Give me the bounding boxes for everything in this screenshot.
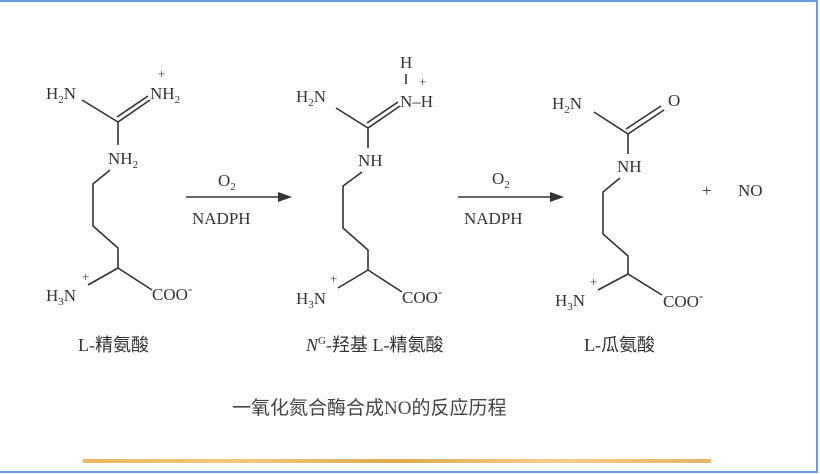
bond-line — [367, 269, 403, 293]
chem-text: –H — [411, 92, 433, 111]
bond-line — [602, 177, 629, 274]
molecule-l-citrulline: H2N O NH + H3N COO- L-瓜氨酸 — [552, 91, 703, 355]
chem-text: H2N — [552, 94, 582, 116]
bond-line — [81, 99, 119, 123]
atom-h3n: H3N — [46, 286, 76, 308]
chem-text: 3 — [308, 299, 314, 311]
bond-line — [593, 111, 629, 135]
bond-line — [87, 267, 119, 286]
chem-text: 2 — [230, 181, 236, 193]
chem-text: 2 — [564, 104, 570, 116]
chem-text: 2 — [504, 179, 510, 191]
chem-text: H — [400, 53, 412, 72]
chem-text: COO- — [663, 288, 703, 311]
chem-text: H2N — [296, 87, 326, 109]
byproduct-plus: + — [702, 181, 712, 200]
chem-text: NH — [358, 151, 383, 170]
label-l-arginine: L-精氨酸 — [78, 335, 149, 355]
chem-text: NH — [108, 149, 133, 168]
byproduct-no: NO — [738, 181, 763, 200]
bond-line — [627, 109, 665, 135]
bond-line — [342, 171, 369, 270]
atom-h2n: H2N — [46, 84, 76, 106]
bond-line — [366, 101, 399, 124]
chem-text: -羟基 L-精氨酸 — [326, 335, 443, 355]
molecule-ng-hydroxy-l-arginine: H + N–H H2N NH + H3N COO- NG-羟基 L-精氨酸 — [296, 53, 443, 355]
bond-line — [335, 107, 369, 129]
chem-text: + — [419, 74, 426, 89]
chem-text: H — [552, 94, 564, 113]
chem-text: H — [46, 286, 58, 305]
chem-text: COO — [663, 292, 699, 311]
caption: 一氧化氮合酶合成NO的反应历程 — [232, 397, 506, 419]
chem-text: N — [305, 335, 319, 355]
label-ng-hydroxy-l-arginine: NG-羟基 L-精氨酸 — [305, 335, 443, 355]
atom-nh2: NH2 — [150, 84, 180, 106]
bond-line — [92, 169, 119, 268]
bond-line — [597, 273, 629, 291]
chem-text: O — [492, 169, 504, 188]
chem-text: + — [82, 269, 89, 284]
chem-text: - — [438, 284, 442, 299]
chem-text: COO- — [402, 284, 442, 307]
chem-text: NH — [150, 84, 175, 103]
label-l-citrulline: L-瓜氨酸 — [584, 335, 655, 355]
atom-nh2-guan: NH2 — [108, 149, 138, 171]
reagent-o2: O2 — [492, 169, 510, 191]
arrowhead-icon — [278, 192, 292, 202]
bond-line — [627, 273, 663, 296]
bond-line — [625, 105, 662, 130]
atom-coo: COO- — [152, 281, 192, 304]
chem-text: N — [314, 289, 326, 308]
decorative-stripe — [83, 459, 711, 463]
chem-text: + — [330, 271, 337, 286]
reaction-arrow-1: O2 NADPH — [186, 171, 292, 228]
chem-text: 3 — [58, 296, 64, 308]
bond-line — [367, 105, 401, 129]
chem-text: O — [218, 171, 230, 190]
chem-text: + — [590, 274, 597, 289]
chem-text: 2 — [58, 94, 64, 106]
chem-text: - — [699, 288, 703, 303]
reagent-nadph: NADPH — [464, 209, 523, 228]
chem-text: - — [188, 281, 192, 296]
molecule-l-arginine: H2N + NH2 NH2 + H3N COO- L-精氨酸 — [46, 66, 192, 355]
reagent-nadph: NADPH — [192, 209, 251, 228]
bond-line — [117, 99, 151, 123]
arrowhead-icon — [550, 192, 564, 202]
bond-line — [337, 269, 369, 289]
charge-plus: + — [158, 66, 165, 81]
chem-text: COO — [402, 288, 438, 307]
chem-text: N — [573, 291, 585, 310]
chem-text: 2 — [308, 97, 314, 109]
chem-text: H — [46, 84, 58, 103]
chem-text: N — [570, 94, 582, 113]
chem-text: N — [314, 87, 326, 106]
chem-text: H3N — [296, 289, 326, 311]
chem-text: NH — [617, 157, 642, 176]
chem-text: N — [64, 84, 76, 103]
bond-line — [117, 267, 153, 291]
reagent-o2: O2 — [218, 171, 236, 193]
chem-text: 3 — [567, 301, 573, 313]
chem-text: 2 — [175, 94, 181, 106]
chem-text: COO — [152, 285, 188, 304]
bond-line — [116, 95, 149, 118]
chem-text: O — [668, 91, 680, 110]
chem-text: H3N — [555, 291, 585, 313]
chem-text: H — [296, 87, 308, 106]
reaction-arrow-2: O2 NADPH — [458, 169, 564, 228]
chem-text: G — [318, 335, 326, 347]
chem-text: N–H — [400, 92, 433, 111]
chem-text: 2 — [133, 159, 139, 171]
chem-text: N — [400, 92, 412, 111]
chem-text: H — [296, 289, 308, 308]
chem-text: H — [555, 291, 567, 310]
chem-text: N — [64, 286, 76, 305]
